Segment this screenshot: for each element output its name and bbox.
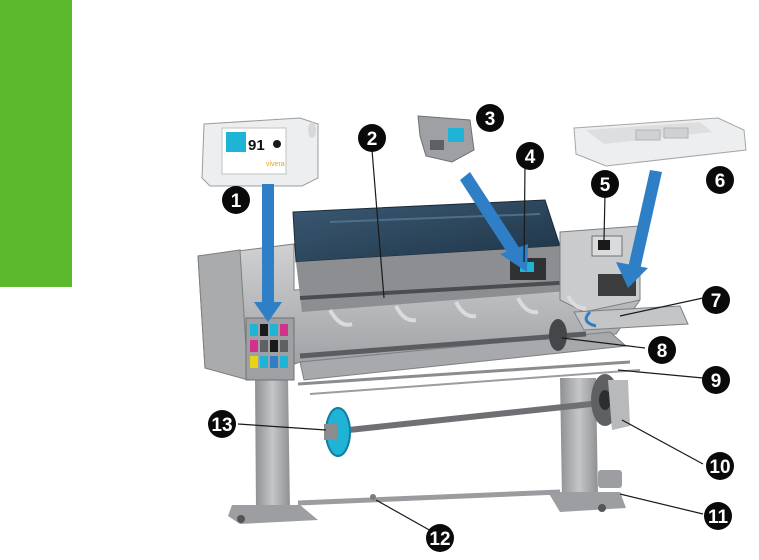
reel-sensor: [598, 470, 622, 488]
svg-text:5: 5: [600, 175, 611, 196]
printer-stand: [228, 378, 626, 524]
svg-text:11: 11: [708, 507, 729, 528]
left-endcap: [198, 250, 248, 380]
svg-text:4: 4: [525, 147, 536, 168]
svg-text:3: 3: [485, 109, 496, 130]
callout-3: 3: [476, 104, 504, 132]
printhead-illustration: [418, 116, 474, 162]
callout-13: 13: [208, 410, 236, 438]
callout-2: 2: [358, 124, 386, 152]
callout-9: 9: [702, 366, 730, 394]
callout-4: 4: [516, 142, 544, 170]
callout-11: 11: [704, 502, 732, 530]
svg-text:10: 10: [709, 457, 730, 478]
spindle-hub: [549, 319, 567, 351]
callout-5: 5: [591, 170, 619, 198]
callout-8: 8: [648, 336, 676, 364]
svg-text:8: 8: [657, 341, 668, 362]
hub-mount: [324, 424, 338, 440]
ink-cartridge-illustration: 91 vivera: [202, 118, 318, 186]
left-leg: [255, 378, 290, 510]
callout-7: 7: [702, 286, 730, 314]
callout-10: 10: [706, 452, 734, 480]
svg-text:6: 6: [715, 171, 726, 192]
svg-text:12: 12: [429, 529, 450, 550]
loop-guide-clip: [370, 494, 376, 500]
svg-text:1: 1: [231, 191, 242, 212]
right-caster: [598, 504, 606, 512]
cartridge-number-label: 91: [248, 137, 265, 154]
cartridge-brand-label: vivera: [266, 161, 285, 168]
ink-cartridge-bay: [246, 318, 294, 380]
callout-6: 6: [706, 166, 734, 194]
maintenance-cartridge-illustration: [574, 118, 746, 166]
svg-text:13: 13: [211, 415, 232, 436]
svg-text:2: 2: [367, 129, 378, 150]
svg-text:9: 9: [711, 371, 722, 392]
left-caster: [237, 515, 245, 523]
svg-text:7: 7: [711, 291, 722, 312]
callout-12: 12: [426, 524, 454, 552]
crossbar: [298, 492, 560, 503]
right-foot: [548, 492, 626, 512]
callout-1: 1: [222, 186, 250, 214]
